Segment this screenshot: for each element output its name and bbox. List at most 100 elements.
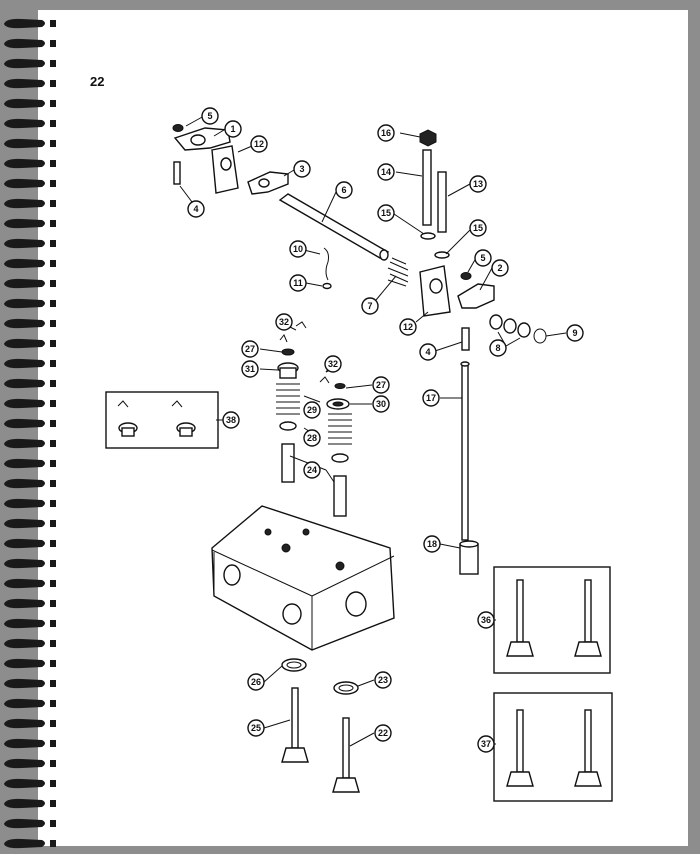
binding-ring xyxy=(4,578,45,589)
adjusting-screw-right xyxy=(461,327,470,351)
binding-hole xyxy=(50,520,56,527)
binding-ring xyxy=(4,438,45,449)
callout-32a: 32 xyxy=(275,313,293,331)
callout-5a: 5 xyxy=(201,107,219,125)
binding-ring xyxy=(4,258,45,269)
binding-ring xyxy=(4,98,45,109)
insert-23 xyxy=(333,681,359,695)
callout-16: 16 xyxy=(377,124,395,142)
binding-hole xyxy=(50,760,56,767)
binding-ring xyxy=(4,158,45,169)
svg-text:31: 31 xyxy=(245,364,255,374)
rocker-bracket-left xyxy=(211,145,239,194)
oil-tube xyxy=(322,247,332,290)
binding-hole xyxy=(50,460,56,467)
callout-4b: 4 xyxy=(419,343,437,361)
callout-17: 17 xyxy=(422,389,440,407)
binding-ring xyxy=(4,758,45,769)
svg-text:1: 1 xyxy=(230,124,235,134)
binding-ring xyxy=(4,658,45,669)
callout-25: 25 xyxy=(247,719,265,737)
callout-6: 6 xyxy=(335,181,353,199)
binding-hole xyxy=(50,300,56,307)
page-number: 22 xyxy=(90,74,104,89)
svg-text:30: 30 xyxy=(376,399,386,409)
svg-text:7: 7 xyxy=(367,301,372,311)
binding-hole xyxy=(50,720,56,727)
cylinder-head xyxy=(211,505,395,651)
binding-ring xyxy=(4,238,45,249)
binding-ring xyxy=(4,298,45,309)
svg-text:2: 2 xyxy=(497,263,502,273)
svg-text:27: 27 xyxy=(245,344,255,354)
svg-text:37: 37 xyxy=(481,739,491,749)
svg-text:6: 6 xyxy=(341,185,346,195)
binding-ring xyxy=(4,378,45,389)
binding-ring xyxy=(4,78,45,89)
svg-text:12: 12 xyxy=(254,139,264,149)
svg-text:27: 27 xyxy=(376,380,386,390)
binding-hole xyxy=(50,200,56,207)
binding-hole xyxy=(50,700,56,707)
binding-hole xyxy=(50,840,56,847)
callout-29: 29 xyxy=(303,401,321,419)
callout-28: 28 xyxy=(303,429,321,447)
binding-ring xyxy=(4,18,45,29)
binding-hole xyxy=(50,800,56,807)
svg-text:17: 17 xyxy=(426,393,436,403)
kit-box-36 xyxy=(493,566,611,674)
retainer-30 xyxy=(326,398,350,410)
binding-ring xyxy=(4,518,45,529)
svg-text:10: 10 xyxy=(293,244,303,254)
svg-text:9: 9 xyxy=(572,328,577,338)
stud-nut xyxy=(419,129,437,147)
binding-hole xyxy=(50,540,56,547)
callout-7: 7 xyxy=(361,297,379,315)
svg-text:26: 26 xyxy=(251,677,261,687)
svg-text:32: 32 xyxy=(328,359,338,369)
binding-ring xyxy=(4,178,45,189)
binding-hole xyxy=(50,160,56,167)
binding-hole xyxy=(50,280,56,287)
callout-37: 37 xyxy=(477,735,495,753)
insert-26 xyxy=(281,658,307,672)
binding-hole xyxy=(50,100,56,107)
binding-ring xyxy=(4,138,45,149)
cap-27-right xyxy=(334,383,346,389)
svg-text:4: 4 xyxy=(425,347,430,357)
rocker-shaft xyxy=(278,193,390,261)
callout-38: 38 xyxy=(222,411,240,429)
binding-ring xyxy=(4,718,45,729)
seal-28-right xyxy=(331,453,349,463)
callout-26: 26 xyxy=(247,673,265,691)
spring-29-left xyxy=(276,383,300,415)
binding-hole xyxy=(50,240,56,247)
retainer-31 xyxy=(277,362,299,379)
binding-hole xyxy=(50,20,56,27)
binding-hole xyxy=(50,640,56,647)
binding-hole xyxy=(50,80,56,87)
stud-13 xyxy=(437,171,447,233)
binding-hole xyxy=(50,120,56,127)
callout-13: 13 xyxy=(469,175,487,193)
keeper-32-left xyxy=(279,321,307,343)
rocker-arm-left xyxy=(172,124,231,151)
rocker-arm-2 xyxy=(457,272,495,309)
callout-12b: 12 xyxy=(399,318,417,336)
callout-15b: 15 xyxy=(469,219,487,237)
rocker-arm-right xyxy=(247,171,289,195)
kit-box-38 xyxy=(105,391,219,449)
spacers-8 xyxy=(489,314,531,338)
binding-hole xyxy=(50,220,56,227)
svg-text:18: 18 xyxy=(427,539,437,549)
callout-14: 14 xyxy=(377,163,395,181)
binding-ring xyxy=(4,738,45,749)
callout-5b: 5 xyxy=(474,249,492,267)
binding-hole xyxy=(50,820,56,827)
binding-ring xyxy=(4,318,45,329)
binding-hole xyxy=(50,780,56,787)
binding-hole xyxy=(50,740,56,747)
callout-30: 30 xyxy=(372,395,390,413)
tappet xyxy=(459,540,479,575)
svg-text:23: 23 xyxy=(378,675,388,685)
